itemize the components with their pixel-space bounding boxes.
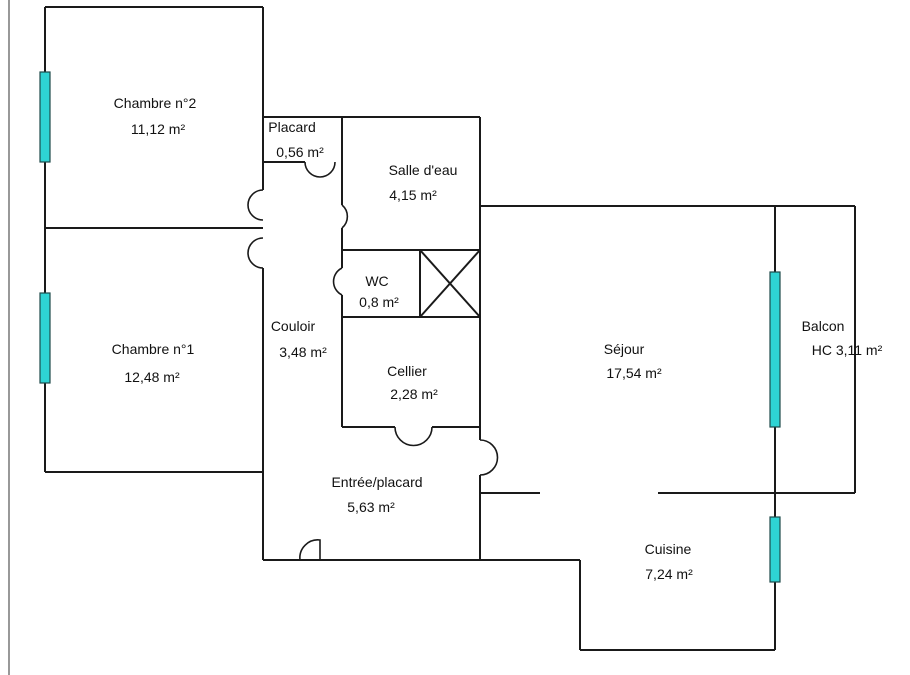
- room-name: Chambre n°1: [112, 341, 195, 357]
- room-name: Salle d'eau: [389, 162, 458, 178]
- room-label-placard: Placard 0,56 m²: [268, 119, 324, 160]
- room-name: Chambre n°2: [114, 95, 197, 111]
- room-area: 0,56 m²: [276, 144, 324, 160]
- room-area: 11,12 m²: [131, 121, 186, 137]
- room-area: 7,24 m²: [645, 566, 693, 582]
- room-name: Cellier: [387, 363, 427, 379]
- window-chambre-1: [39, 292, 51, 384]
- room-name: Placard: [268, 119, 315, 135]
- room-label-wc: WC 0,8 m²: [359, 273, 399, 310]
- room-name: Entrée/placard: [331, 474, 422, 490]
- room-area: HC 3,11 m²: [812, 342, 883, 358]
- room-name: Balcon: [802, 318, 845, 334]
- room-area: 12,48 m²: [124, 369, 180, 385]
- room-area: 3,48 m²: [279, 344, 327, 360]
- room-label-cuisine: Cuisine 7,24 m²: [645, 541, 693, 582]
- room-name: WC: [365, 273, 388, 289]
- room-area: 4,15 m²: [389, 187, 437, 203]
- room-label-salle-deau: Salle d'eau 4,15 m²: [389, 162, 458, 203]
- room-area: 2,28 m²: [390, 386, 438, 402]
- windows: [39, 71, 781, 583]
- room-name: Couloir: [271, 318, 316, 334]
- room-name: Séjour: [604, 341, 645, 357]
- room-label-couloir: Couloir 3,48 m²: [271, 318, 327, 360]
- room-name: Cuisine: [645, 541, 692, 557]
- room-label-chambre-1: Chambre n°1 12,48 m²: [112, 341, 195, 385]
- room-area: 0,8 m²: [359, 294, 399, 310]
- room-labels: Chambre n°2 11,12 m² Placard 0,56 m² Sal…: [112, 95, 883, 582]
- window-chambre-2: [39, 71, 51, 163]
- room-label-cellier: Cellier 2,28 m²: [387, 363, 438, 402]
- room-area: 5,63 m²: [347, 499, 395, 515]
- room-label-chambre-2: Chambre n°2 11,12 m²: [114, 95, 197, 137]
- room-label-sejour: Séjour 17,54 m²: [604, 341, 662, 381]
- window-cuisine: [769, 516, 781, 583]
- window-sejour: [769, 271, 781, 428]
- room-label-balcon: Balcon HC 3,11 m²: [802, 318, 883, 358]
- room-area: 17,54 m²: [606, 365, 662, 381]
- door-swings: [247, 161, 499, 561]
- room-label-entree: Entrée/placard 5,63 m²: [331, 474, 422, 515]
